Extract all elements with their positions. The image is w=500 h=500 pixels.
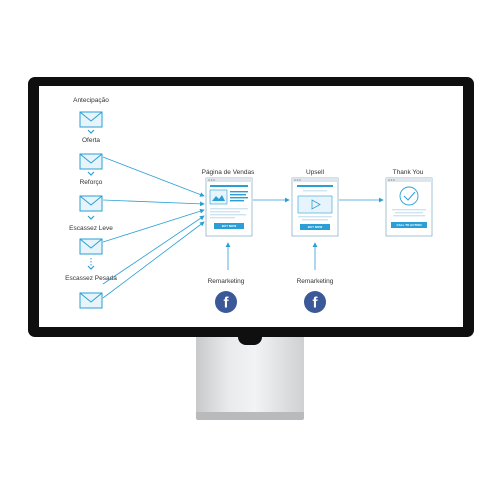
video-frame	[297, 195, 333, 214]
email-label-oferta: Oferta	[82, 137, 100, 144]
remarketing-sales-label: Remarketing	[208, 278, 245, 285]
thankyou-cta-button	[391, 222, 427, 228]
envelope-icon	[79, 292, 103, 309]
sales-page-title: Página de Vendas	[202, 169, 256, 176]
play-icon	[311, 199, 321, 210]
email-label-reforco: Reforço	[80, 179, 103, 186]
thankyou-page-mockup: CALL TO ACTION	[385, 177, 433, 237]
upsell-buy-button-label: BUY NOW	[308, 225, 323, 229]
monitor-screen: Antecipação Oferta Reforço Escassez Leve…	[39, 86, 463, 327]
chevron-down-icon	[87, 215, 95, 220]
facebook-icon: f	[304, 291, 326, 313]
facebook-glyph: f	[224, 295, 230, 312]
funnel-diagram: Antecipação Oferta Reforço Escassez Leve…	[65, 97, 433, 313]
thankyou-cta-button-label: CALL TO ACTION	[396, 223, 421, 227]
envelope-icon	[79, 238, 103, 255]
remarketing-upsell-label: Remarketing	[297, 278, 334, 285]
email-label-antecipacao: Antecipação	[73, 97, 109, 104]
facebook-glyph: f	[313, 295, 319, 312]
email-label-escassez-pesada: Escassez Pesada	[65, 275, 117, 282]
image-icon	[209, 189, 228, 205]
chevron-down-icon	[87, 265, 95, 270]
monitor-stand	[196, 337, 304, 417]
thankyou-page-title: Thank You	[393, 169, 424, 176]
stand-cable-hole	[238, 337, 262, 345]
envelope-icon	[79, 153, 103, 170]
check-icon	[399, 186, 419, 206]
upsell-page-title: Upsell	[306, 169, 325, 176]
chevron-down-icon	[87, 171, 95, 176]
upsell-buy-button	[300, 224, 330, 230]
upsell-page-mockup: BUY NOW	[291, 177, 339, 237]
envelope-icon	[79, 111, 103, 128]
monitor-stand-foot	[196, 412, 304, 420]
facebook-icon: f	[215, 291, 237, 313]
email-to-sales-arrows	[102, 156, 205, 299]
chevron-down-icon	[87, 129, 95, 134]
sales-page-mockup: BUY NOW	[205, 177, 253, 237]
email-label-escassez-leve: Escassez Leve	[69, 225, 113, 232]
sales-buy-button	[214, 223, 244, 229]
sales-buy-button-label: BUY NOW	[222, 224, 237, 228]
envelope-icon	[79, 195, 103, 212]
